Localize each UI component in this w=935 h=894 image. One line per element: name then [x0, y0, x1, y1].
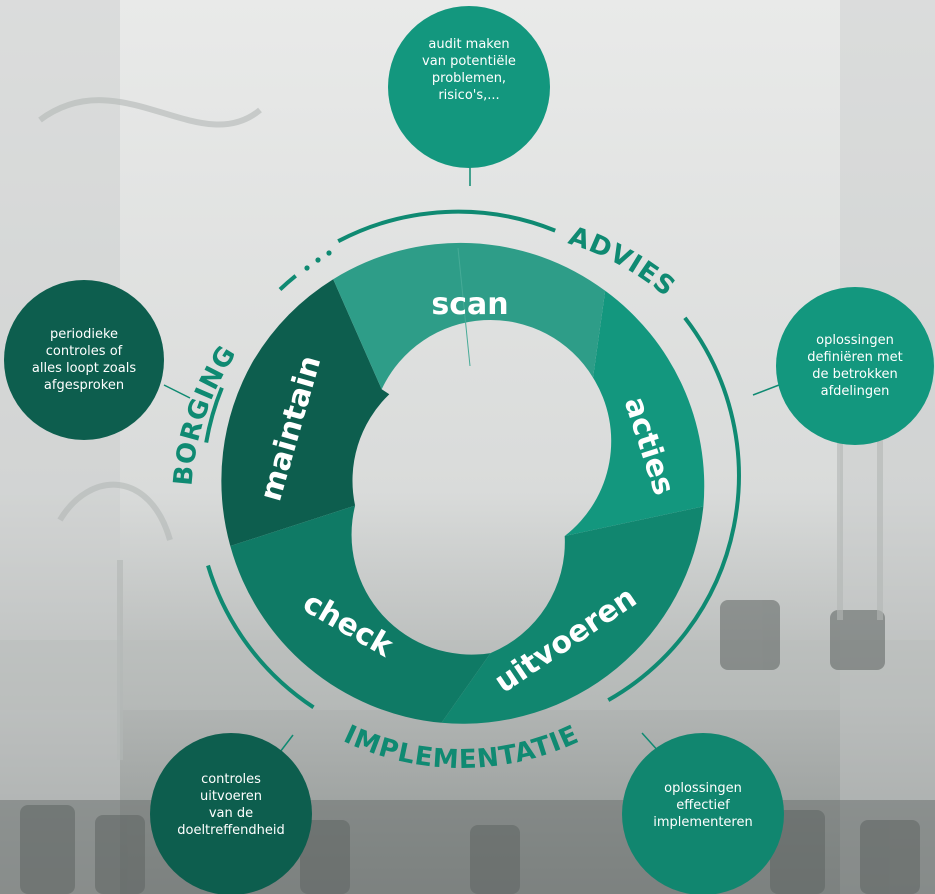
phase-text-implementatie: IMPLEMENTATIE	[339, 720, 582, 775]
bubble-scan-info: audit maken van potentiële problemen, ri…	[388, 6, 550, 168]
bubble-uitvoeren-info: oplossingen effectief implementeren	[622, 733, 784, 894]
ring-dot	[315, 257, 321, 263]
ring-arc-right	[607, 316, 741, 702]
ring-dot	[304, 265, 310, 271]
outer-ring	[204, 209, 741, 709]
ring-arc-top	[337, 209, 556, 243]
segment-scan	[333, 242, 606, 390]
segment-check	[230, 505, 491, 723]
cycle-segments	[221, 242, 705, 724]
bubble-check-text: controles uitvoeren van de doeltreffendh…	[177, 772, 285, 838]
ring-dot	[326, 250, 332, 256]
bubble-scan-text: audit maken van potentiële problemen, ri…	[422, 37, 516, 103]
bubble-maintain-info: periodieke controles of alles loopt zoal…	[4, 280, 164, 440]
segment-label-scan: scan	[431, 287, 508, 322]
connector-left	[163, 384, 191, 399]
ring-arc-bottom-left	[206, 564, 315, 709]
bubble-uitvoeren-text: oplossingen effectief implementeren	[653, 780, 753, 830]
ring-dots	[304, 250, 332, 271]
segment-uitvoeren	[441, 506, 704, 724]
segment-maintain	[221, 279, 390, 546]
connector-right	[752, 384, 780, 396]
bubble-acties-info: oplossingen definiëren met de betrokken …	[776, 287, 934, 445]
bubble-check-info: controles uitvoeren van de doeltreffendh…	[150, 733, 312, 894]
ring-arc-left	[204, 386, 224, 443]
bubble-acties-text: oplossingen definiëren met de betrokken …	[807, 333, 903, 399]
phase-label-implementatie: IMPLEMENTATIE	[339, 720, 583, 775]
bubble-maintain-text: periodieke controles of alles loopt zoal…	[31, 327, 137, 393]
ring-arc-dash	[278, 274, 297, 291]
segment-acties	[564, 290, 705, 536]
segment-divider	[457, 247, 471, 367]
